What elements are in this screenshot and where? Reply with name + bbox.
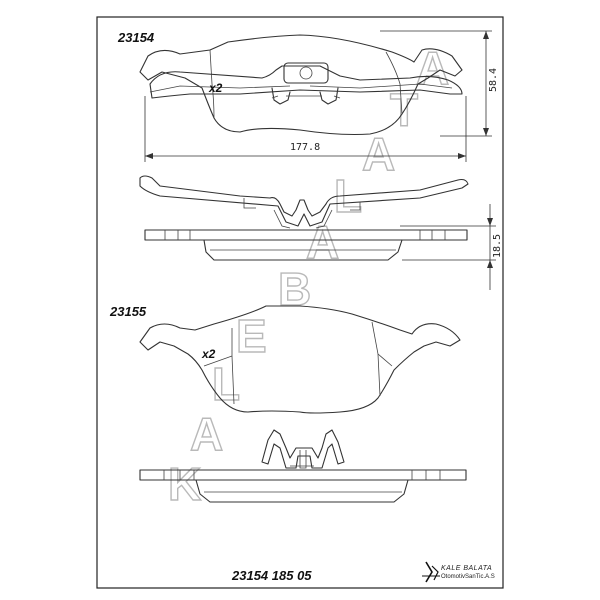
quantity-label-bottom: x2	[201, 347, 216, 361]
watermark-letter: K	[168, 458, 201, 510]
drawing-frame	[96, 16, 504, 589]
watermark-letter: A	[190, 408, 223, 460]
dimension-height-value: 58.4	[488, 68, 499, 92]
top-pad-front-view	[139, 34, 463, 136]
dimension-thickness: 18.5	[400, 204, 503, 290]
bottom-pad-side-view	[139, 429, 467, 503]
watermark-letter: A	[362, 128, 395, 180]
dimension-height: 58.4	[380, 30, 499, 137]
brand-logo: KALE BALATA OtomotivSanTic.A.S	[422, 561, 495, 583]
watermark-letter: L	[212, 358, 240, 410]
kale-logo-icon	[425, 561, 433, 583]
quantity-label-top: x2	[208, 81, 223, 95]
watermark-letter: L	[334, 170, 362, 222]
watermark-letter: B	[278, 263, 311, 315]
footer-code: 23154 185 05	[231, 568, 312, 583]
bottom-pad-front-view	[139, 305, 461, 414]
watermark-letter: E	[236, 310, 267, 362]
dimension-width: 177.8	[144, 96, 467, 162]
part-number-top: 23154	[117, 30, 155, 45]
watermark-letter: A	[416, 42, 449, 94]
brand-name: KALE BALATA	[441, 565, 492, 572]
dimension-thickness-value: 18.5	[492, 234, 503, 258]
dimension-width-value: 177.8	[290, 142, 320, 153]
watermark: K A L E B A L A T A	[167, 41, 450, 510]
top-pad-side-view	[139, 175, 469, 261]
brand-subtitle: OtomotivSanTic.A.S	[441, 574, 495, 580]
part-number-bottom: 23155	[109, 304, 147, 319]
